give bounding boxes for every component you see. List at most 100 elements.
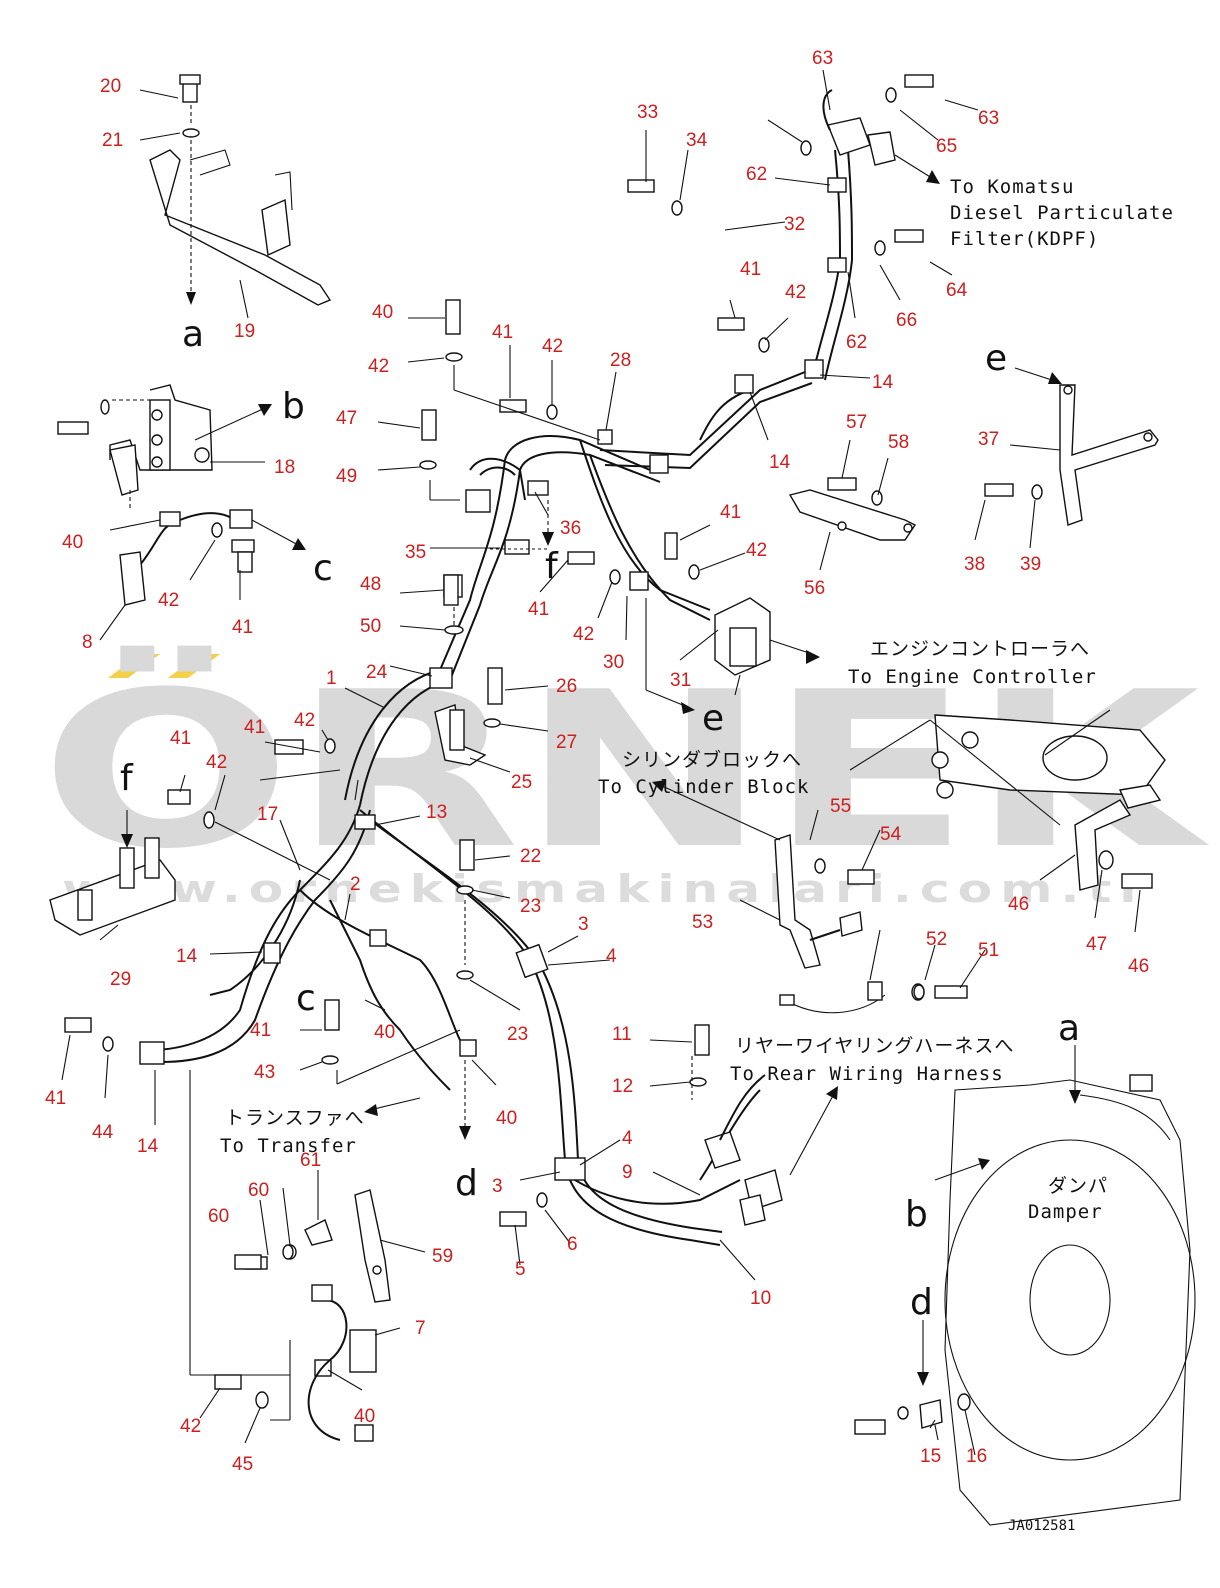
part-number: 39 — [1020, 554, 1041, 575]
part-number: 63 — [978, 108, 999, 129]
part-number: 41 — [244, 717, 265, 738]
part-number: 9 — [622, 1162, 633, 1183]
part-number: 7 — [415, 1318, 426, 1339]
rear-harness-note-en: To Rear Wiring Harness — [730, 1063, 1004, 1085]
reference-letters: a a b b c c d d e e f f — [120, 314, 1080, 1323]
connector-61 — [822, 89, 940, 184]
part-number: 37 — [978, 429, 999, 450]
bracket-43 — [931, 714, 1166, 891]
part-number: 24 — [366, 662, 388, 683]
part-number: 36 — [560, 518, 581, 539]
ref-letter-d: d — [910, 1282, 933, 1323]
part-number: 14 — [872, 372, 894, 393]
part-number: 41 — [528, 599, 549, 620]
part-number: 53 — [692, 912, 713, 933]
connector-9 — [704, 1074, 838, 1226]
part-number: 32 — [784, 214, 805, 235]
part-number: 40 — [374, 1022, 395, 1043]
part-number: 34 — [686, 130, 708, 151]
part-number: 33 — [637, 102, 658, 123]
part-number: 62 — [746, 164, 767, 185]
part-number: 42 — [294, 710, 315, 731]
part-number: 26 — [556, 676, 577, 697]
cylinder-block-note-jp: シリンダブロックへ — [622, 748, 802, 771]
part-number: 35 — [405, 542, 426, 563]
part-number: 40 — [62, 532, 83, 553]
ref-letter-b: b — [905, 1194, 928, 1235]
part-number: 42 — [158, 590, 179, 611]
part-number: 49 — [336, 466, 357, 487]
watermark-accent-right — [168, 654, 220, 678]
part-number: 41 — [492, 322, 513, 343]
part-number: 52 — [926, 929, 947, 950]
part-number: 2 — [350, 874, 361, 895]
part-number: 47 — [1086, 934, 1107, 955]
part-number: 3 — [492, 1176, 503, 1197]
connector-31 — [714, 597, 820, 696]
bracket-53 — [788, 489, 917, 541]
part-number: 44 — [92, 1122, 114, 1143]
ref-letter-c: c — [296, 978, 316, 1019]
bracket-18 — [57, 384, 272, 496]
ref-letter-c: c — [313, 548, 333, 589]
routing-notes: To Komatsu Diesel Particulate Filter(KDP… — [220, 176, 1173, 1534]
engine-controller-note-jp: エンジンコントローラへ — [870, 638, 1090, 660]
part-number: 41 — [740, 259, 761, 280]
part-number: 66 — [896, 310, 917, 331]
part-number: 47 — [336, 408, 357, 429]
part-number: 31 — [670, 670, 691, 691]
part-number: 41 — [232, 617, 253, 638]
part-number: 40 — [372, 302, 393, 323]
transfer-note-en: To Transfer — [220, 1135, 357, 1157]
part-number: 51 — [978, 940, 999, 961]
ref-letter-e: e — [985, 338, 1007, 379]
part-number: 42 — [785, 282, 806, 303]
part-number: 1 — [326, 668, 337, 689]
part-number: 63 — [812, 48, 833, 69]
part-number: 55 — [830, 796, 851, 817]
watermark-url: www.ornekismakinalari.com.tr — [62, 867, 1152, 911]
part-number: 10 — [750, 1288, 771, 1309]
bracket-37 — [1014, 367, 1159, 526]
part-number: 56 — [804, 578, 825, 599]
part-number: 42 — [573, 624, 594, 645]
block-29 — [49, 810, 176, 936]
damper-note-en: Damper — [1028, 1201, 1103, 1223]
part-number: 42 — [542, 336, 563, 357]
part-number: 11 — [612, 1024, 632, 1045]
part-number: 18 — [274, 457, 295, 478]
line-art — [49, 69, 1196, 1526]
part-number: 30 — [603, 652, 624, 673]
bolts — [64, 74, 1043, 1409]
connector-8-group — [119, 490, 306, 606]
ref-letter-e: e — [702, 698, 724, 739]
part-number: 20 — [100, 76, 121, 97]
drawing-code: JA012581 — [1008, 1518, 1075, 1534]
leader-lines — [61, 69, 1141, 1456]
part-number: 65 — [936, 136, 957, 157]
part-number: 16 — [966, 1446, 987, 1467]
part-number: 14 — [137, 1136, 159, 1157]
part-number: 59 — [432, 1246, 453, 1267]
part-number: 46 — [1008, 894, 1029, 915]
part-number: 15 — [920, 1446, 941, 1467]
cylinder-block-note-en: To Cylinder Block — [598, 776, 809, 798]
ref-letter-a: a — [182, 314, 204, 355]
ref-letter-f: f — [545, 546, 559, 587]
part-number: 40 — [354, 1406, 375, 1427]
watermark-accent-left — [108, 654, 160, 678]
part-number: 45 — [232, 1454, 253, 1475]
part-number: 64 — [946, 280, 968, 301]
part-number: 5 — [515, 1259, 526, 1280]
part-number: 3 — [578, 914, 589, 935]
part-number: 23 — [507, 1024, 528, 1045]
part-number: 46 — [1128, 956, 1149, 977]
ref-letter-f: f — [120, 758, 134, 799]
part-number: 12 — [612, 1076, 633, 1097]
bracket-19 — [149, 74, 332, 306]
bracket-50 — [774, 834, 968, 1014]
rear-harness-note-jp: リヤーワイヤリングハーネスへ — [735, 1035, 1014, 1057]
ref-letter-a: a — [1058, 1008, 1080, 1049]
part-number: 42 — [180, 1416, 201, 1437]
part-number: 6 — [567, 1234, 578, 1255]
